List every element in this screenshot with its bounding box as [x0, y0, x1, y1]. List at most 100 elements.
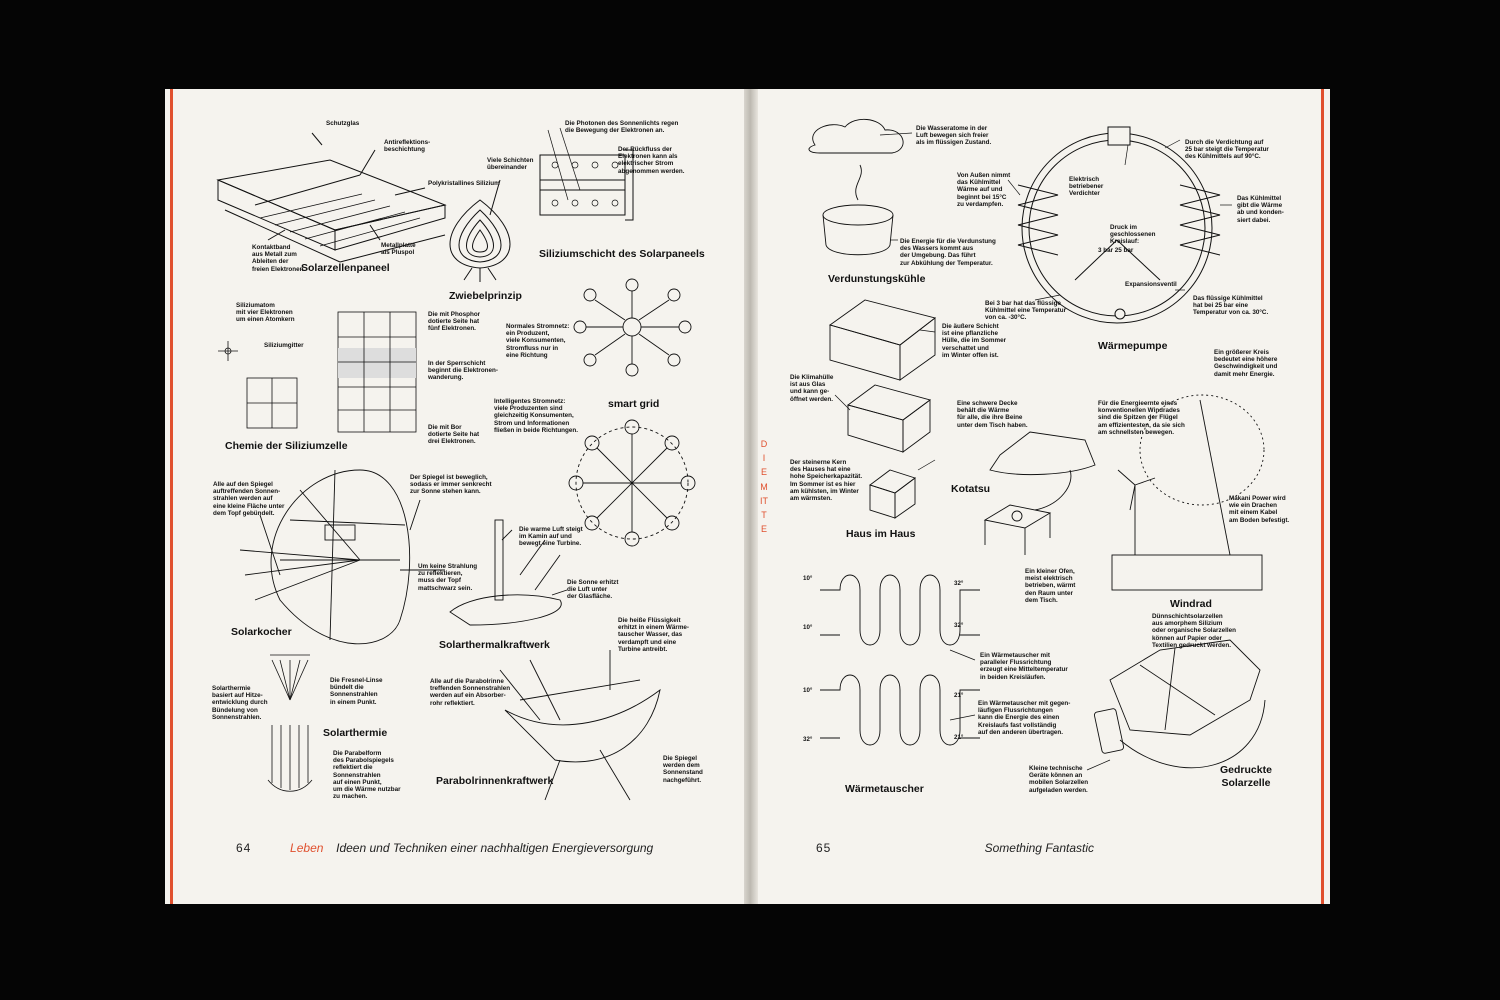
label-photonen: Die Photonen des Sonnenlichts regen die … [565, 120, 679, 135]
solar-updraft-drawing [449, 519, 568, 626]
temp-t2-in2: 32° [803, 736, 813, 743]
label-siliziumgitter: Siliziumgitter [264, 342, 304, 349]
temp-t1-in: 10° [803, 575, 813, 582]
title-solarthermalkraftwerk: Solarthermalkraftwerk [439, 639, 550, 651]
label-makani: Makani Power wird wie ein Drachen mit ei… [1229, 495, 1290, 524]
temp-t2-out2: 21° [954, 734, 964, 741]
label-groesserer-kreis: Ein größerer Kreis bedeutet eine höhere … [1214, 349, 1278, 378]
label-gegenlaeufig: Ein Wärmetauscher mit gegen- läufigen Fl… [978, 700, 1071, 736]
label-antireflex: Antireflektions- beschichtung [384, 139, 431, 154]
kotatsu-drawing [983, 431, 1096, 555]
label-spiegel-beweglich: Der Spiegel ist beweglich, sodass er imm… [410, 474, 492, 496]
label-polykristallin: Polykristallines Silizium [428, 180, 500, 187]
label-sonne-erhitzt: Die Sonne erhitzt die Luft unter der Gla… [567, 579, 619, 601]
intelligent-grid-drawing [568, 419, 696, 547]
title-zwiebelprinzip: Zwiebelprinzip [449, 290, 522, 302]
title-smart-grid: smart grid [608, 398, 660, 410]
label-verdichter: Elektrisch betriebener Verdichter [1069, 176, 1104, 198]
label-viele-schichten: Viele Schichten übereinander [487, 157, 534, 172]
solarthermie-drawing [267, 654, 313, 792]
label-von-aussen: Von Außen nimmt das Kühlmittel Wärme auf… [957, 172, 1011, 208]
temp-t2-in: 10° [803, 687, 813, 694]
label-sperrschicht: In der Sperrschicht beginnt die Elektron… [428, 360, 498, 382]
label-kleine-geraete: Kleine technische Geräte können an mobil… [1029, 765, 1089, 794]
running-title-left: Ideen und Techniken einer nachhaltigen E… [336, 841, 654, 855]
label-phosphor: Die mit Phosphor dotierte Seite hat fünf… [428, 311, 481, 333]
temp-t2-out: 21° [954, 692, 964, 699]
label-metallplatte: Metallplatte als Pluspol [381, 242, 416, 257]
silicon-layer-drawing [539, 127, 634, 221]
title-windrad: Windrad [1170, 598, 1212, 610]
title-waermepumpe: Wärmepumpe [1098, 340, 1168, 352]
title-chemie: Chemie der Siliziumzelle [225, 440, 348, 452]
left-page-edge [170, 89, 173, 904]
spine [744, 89, 758, 904]
label-wasseratome: Die Wasseratome in der Luft bewegen sich… [916, 125, 992, 147]
label-rueckfluss: Der Rückfluss der Elektronen kann als el… [618, 146, 685, 175]
evaporation-drawing [808, 119, 904, 256]
label-paralleler: Ein Wärmetauscher mit paralleler Flussri… [980, 652, 1068, 681]
heat-exchanger-drawing [820, 574, 980, 746]
label-kuehlmittel-gibt: Das Kühlmittel gibt die Wärme ab und kon… [1237, 195, 1284, 224]
label-kleiner-ofen: Ein kleiner Ofen, meist elektrisch betri… [1025, 568, 1076, 604]
label-parabelform: Die Parabelform des Parabolspiegels refl… [333, 750, 401, 801]
label-spiegel-alle: Alle auf den Spiegel auftreffenden Sonne… [213, 481, 285, 517]
title-haus-im-haus: Haus im Haus [846, 528, 916, 540]
leader-lines [834, 132, 1232, 771]
label-druck-werte: 3 bar 25 bar [1098, 247, 1134, 254]
title-solarzellenpaneel: Solarzellenpaneel [301, 262, 390, 274]
right-folio: 65 Something Fantastic [816, 841, 1094, 855]
heat-pump-drawing [1017, 126, 1221, 324]
title-solarkocher: Solarkocher [231, 626, 292, 638]
page-number-left: 64 [236, 841, 252, 855]
spine-vertical-text: DIE MITTE [760, 439, 768, 535]
label-energieertrag: Für die Energieernte eines konventionell… [1098, 400, 1185, 436]
label-schwere-decke: Eine schwere Decke behält die Wärme für … [957, 400, 1028, 429]
label-energie-verdunstung: Die Energie für die Verdunstung des Wass… [900, 238, 996, 267]
haus-im-haus-drawing [828, 299, 937, 519]
label-verdichtung: Durch die Verdichtung auf 25 bar steigt … [1185, 139, 1269, 161]
silicon-chemistry-drawing [218, 311, 417, 433]
label-siliziumatom: Siliziumatom mit vier Elektronen um eine… [236, 302, 295, 324]
running-title-right: Something Fantastic [984, 841, 1094, 855]
label-kontaktband: Kontaktband aus Metall zum Ableiten der … [252, 244, 304, 273]
label-bei-3bar: Bei 3 bar hat das flüssige Kühlmittel ei… [985, 300, 1067, 322]
left-folio: 64 Leben Ideen und Techniken einer nachh… [236, 841, 653, 855]
label-normales-netz: Normales Stromnetz: ein Produzent, viele… [506, 323, 570, 359]
title-gedruckte: Gedruckte Solarzelle [1220, 764, 1272, 789]
temp-t1-out2: 32° [954, 622, 964, 629]
label-heisse-fluessigkeit: Die heiße Flüssigkeit erhitzt in einem W… [618, 617, 690, 653]
label-fresnel: Die Fresnel-Linse bündelt die Sonnenstra… [330, 677, 383, 706]
title-solarthermie: Solarthermie [323, 727, 388, 739]
label-aeussere-schicht: Die äußere Schicht ist eine pflanzliche … [942, 323, 1007, 359]
label-solarthermie-basiert: Solarthermie basiert auf Hitze- entwickl… [212, 685, 268, 721]
section-label: Leben [290, 841, 324, 855]
label-duennschicht: Dünnschichtsolarzellen aus amorphem Sili… [1152, 613, 1236, 649]
label-bor: Die mit Bor dotierte Seite hat drei Elek… [428, 424, 480, 446]
label-steinerne-kern: Der steinerne Kern des Hauses hat eine h… [790, 459, 863, 503]
title-verdunstung: Verdunstungskühle [828, 273, 926, 285]
label-schutzglas: Schutzglas [326, 120, 360, 127]
normal-grid-drawing [573, 278, 692, 377]
temp-t1-out: 32° [954, 580, 964, 587]
solar-panel-drawing [216, 132, 447, 263]
printed-solar-drawing [1093, 639, 1266, 769]
title-parabolrinnenkraftwerk: Parabolrinnenkraftwerk [436, 775, 554, 787]
title-kotatsu: Kotatsu [951, 483, 991, 495]
label-druck: Druck im geschlossenen Kreislauf: [1110, 224, 1156, 246]
right-page-edge [1321, 89, 1324, 904]
title-waermetauscher: Wärmetauscher [845, 783, 924, 795]
wind-drawing [1111, 394, 1265, 591]
label-warme-luft: Die warme Luft steigt im Kamin auf und b… [519, 526, 583, 548]
onion-drawing [449, 179, 511, 282]
label-fluessige-kuehlmittel: Das flüssige Kühlmittel hat bei 25 bar e… [1193, 295, 1269, 317]
title-siliziumschicht: Siliziumschicht des Solarpaneels [539, 248, 705, 260]
label-topf: Um keine Strahlung zu reflektieren, muss… [418, 563, 478, 592]
label-intelligentes-netz: Intelligentes Stromnetz: viele Produzent… [494, 398, 578, 434]
temp-t1-in2: 10° [803, 624, 813, 631]
solar-cooker-drawing [239, 469, 445, 645]
page-number-right: 65 [816, 841, 832, 855]
label-klimahuelle: Die Klimahülle ist aus Glas und kann ge-… [790, 374, 834, 403]
label-spiegel-nachgefuehrt: Die Spiegel werden dem Sonnenstand nachg… [663, 755, 703, 784]
